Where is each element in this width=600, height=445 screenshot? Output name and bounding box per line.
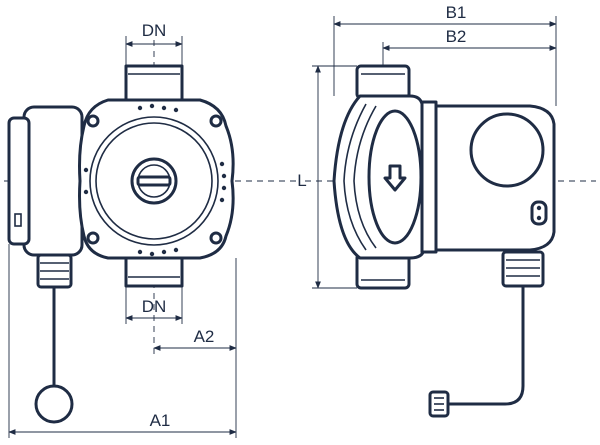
b2-label: B2 <box>446 27 467 46</box>
flow-arrow-icon <box>383 164 407 192</box>
vent-screw-slot <box>136 175 172 187</box>
housing-inner-ring-2 <box>95 122 213 240</box>
side-top-flange <box>355 64 411 100</box>
terminal-box <box>22 105 84 257</box>
terminal-box-lid <box>7 116 31 246</box>
top-port-flange <box>124 64 184 102</box>
a2-label: A2 <box>194 327 215 346</box>
side-collar <box>420 100 438 254</box>
motor-terminal-slot <box>530 200 548 226</box>
bolt-top-right <box>209 114 223 128</box>
motor-end-cap <box>469 112 545 188</box>
l-label: L <box>297 171 306 190</box>
bolt-bottom-right <box>209 231 223 245</box>
a1-label: A1 <box>150 411 171 430</box>
housing-inner-ring <box>89 116 219 246</box>
dn-top-label: DN <box>142 21 167 40</box>
bolt-bottom-left <box>86 231 100 245</box>
bolt-top-left <box>86 114 100 128</box>
b1-label: B1 <box>446 3 467 22</box>
side-dimensions: B1 B2 L <box>297 3 557 289</box>
front-plug <box>34 384 74 424</box>
front-dimensions: DN DN A2 A1 <box>8 21 237 438</box>
dn-bottom-label: DN <box>142 297 167 316</box>
side-cable <box>448 286 525 406</box>
side-cable-gland <box>501 250 545 288</box>
side-view <box>305 64 596 418</box>
front-view <box>4 40 300 424</box>
